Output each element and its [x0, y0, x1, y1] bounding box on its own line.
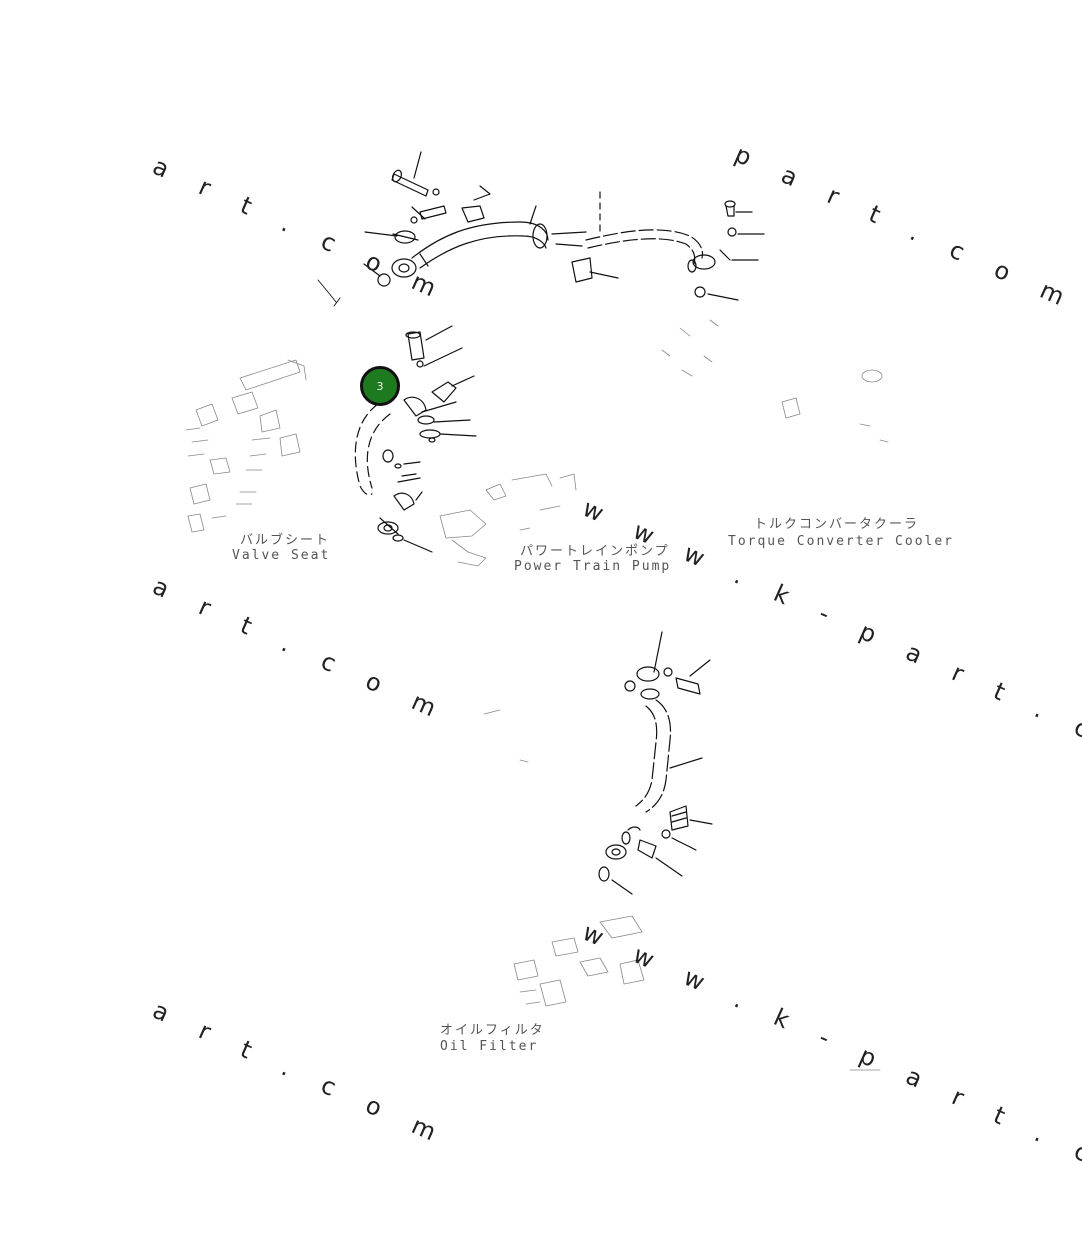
oil-filter-label-en: Oil Filter — [440, 1039, 539, 1054]
power-train-pump-label-en: Power Train Pump — [514, 559, 672, 574]
valve-seat-hose-assembly — [355, 326, 476, 552]
torque-converter-cooler-label-en: Torque Converter Cooler — [728, 534, 955, 549]
valve-seat-label-en: Valve Seat — [232, 548, 331, 563]
oil-filter-hose-assembly — [599, 632, 712, 894]
part-callout-3[interactable]: 3 — [360, 366, 400, 406]
torque-converter-cooler-label-jp: トルクコンバータクーラ — [754, 517, 920, 532]
top-hose-assembly — [318, 152, 764, 306]
power-train-pump-label-jp: パワートレインポンプ — [520, 544, 670, 559]
valve-seat-label-jp: バルブシート — [240, 533, 331, 548]
background-components — [186, 320, 888, 1070]
oil-filter-label-jp: オイルフィルタ — [440, 1023, 545, 1038]
